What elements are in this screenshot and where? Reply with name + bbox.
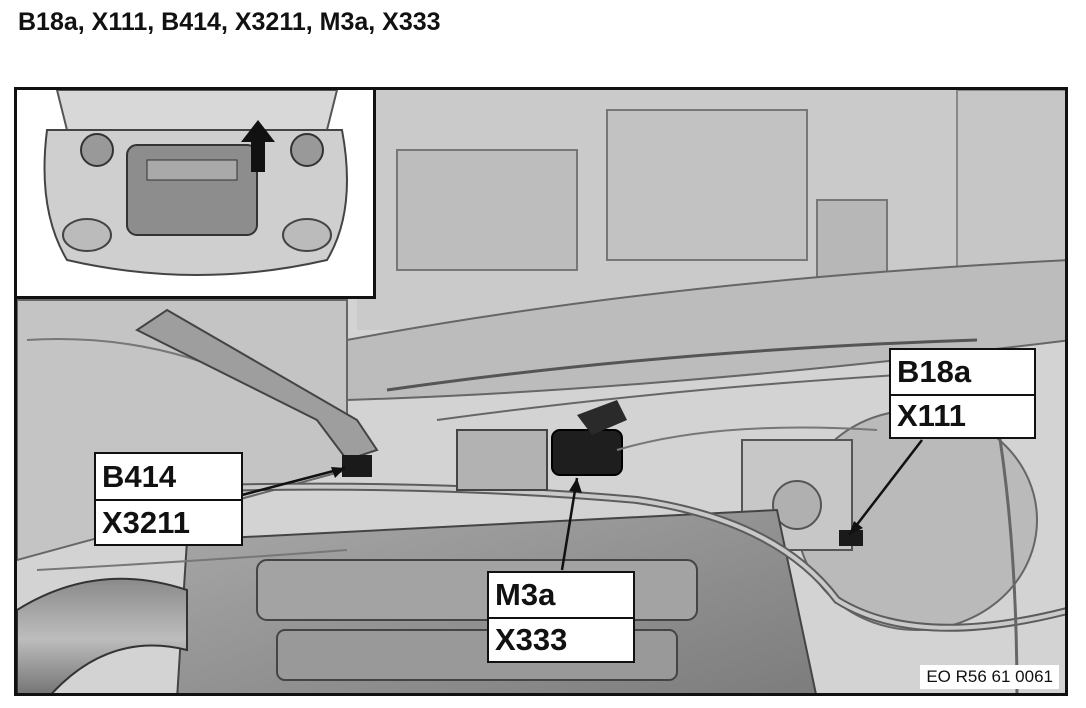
callout-label-b414: B414 [102, 458, 177, 494]
page-title: B18a, X111, B414, X3211, M3a, X333 [18, 8, 441, 36]
engine-bay-figure: B18a X111 B414 X3211 M3a X333 EO R56 61 … [14, 87, 1068, 696]
locator-illustration [17, 90, 373, 296]
callout-b414-x3211: B414 X3211 [94, 452, 243, 546]
locator-inset [17, 90, 376, 299]
callout-m3a-x333: M3a X333 [487, 571, 635, 663]
reference-code: EO R56 61 0061 [920, 665, 1059, 689]
callout-label-x333: X333 [489, 617, 633, 661]
callout-label-x111: X111 [891, 393, 1034, 438]
callout-label-b18a: B18a [897, 353, 972, 389]
callout-b18a-x111: B18a X111 [889, 348, 1036, 439]
up-arrow-icon [241, 120, 275, 172]
callout-label-m3a: M3a [495, 577, 556, 612]
callout-label-x3211: X3211 [96, 499, 241, 544]
